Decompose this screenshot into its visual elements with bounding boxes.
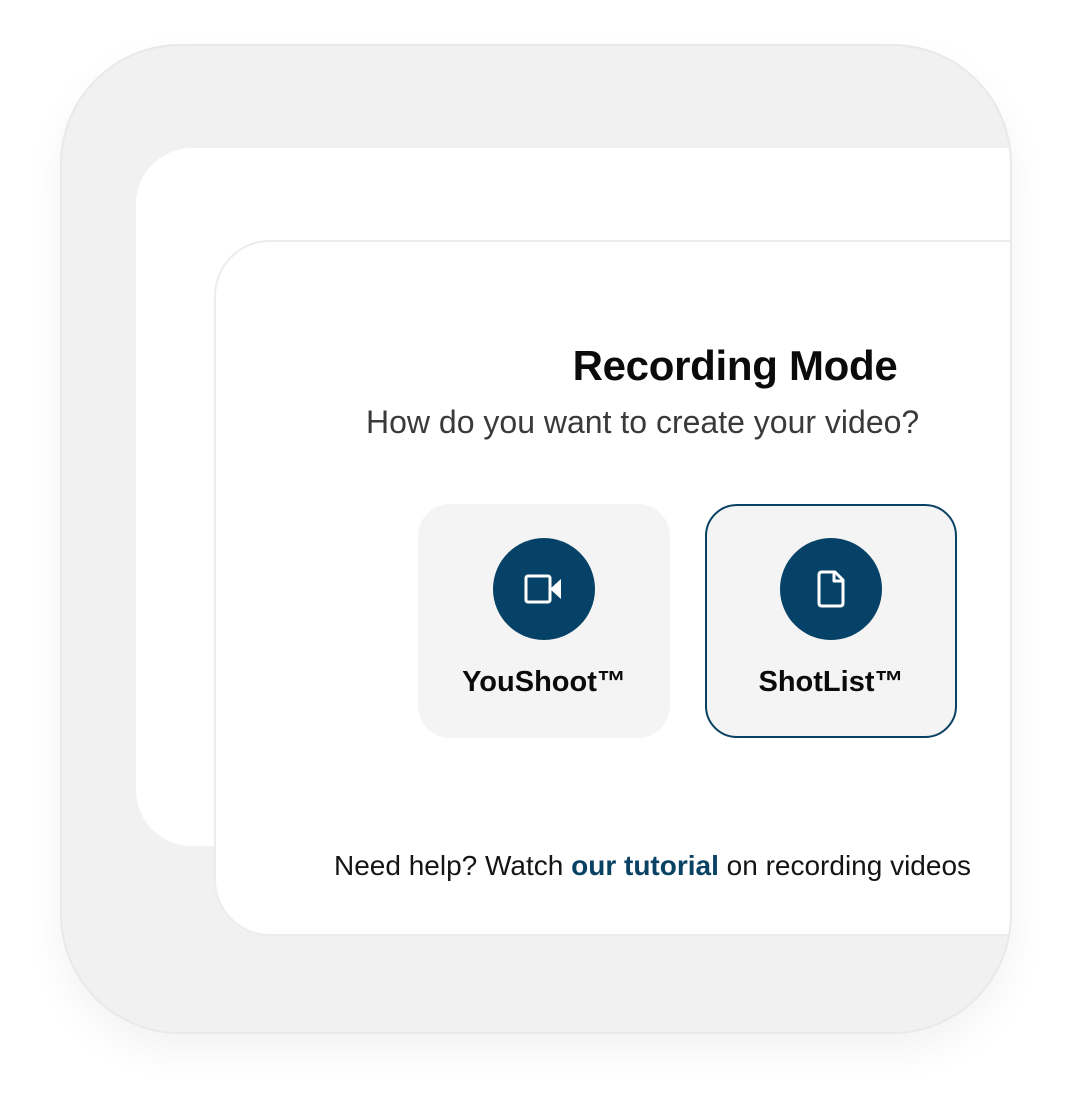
shotlist-option-button[interactable]: ShotList™ — [705, 504, 957, 738]
modal-subtitle: How do you want to create your video? — [366, 404, 920, 440]
recording-mode-modal: Recording Mode How do you want to create… — [214, 240, 1010, 936]
youshoot-icon-badge — [493, 538, 595, 640]
outer-frame: Recording Mode How do you want to create… — [60, 44, 1012, 1034]
help-prefix: Need help? Watch — [334, 850, 572, 881]
shotlist-label: ShotList™ — [758, 666, 904, 698]
modal-title: Recording Mode — [572, 342, 898, 389]
shotlist-icon-badge — [780, 538, 882, 640]
tutorial-link[interactable]: our tutorial — [571, 850, 719, 881]
document-icon — [817, 570, 845, 608]
video-camera-icon — [524, 574, 561, 604]
help-suffix: on recording videos — [718, 850, 972, 881]
help-text: Need help? Watch our tutorial on recordi… — [334, 850, 971, 882]
youshoot-label: YouShoot™ — [462, 666, 626, 698]
youshoot-option-button[interactable]: YouShoot™ — [418, 504, 670, 738]
